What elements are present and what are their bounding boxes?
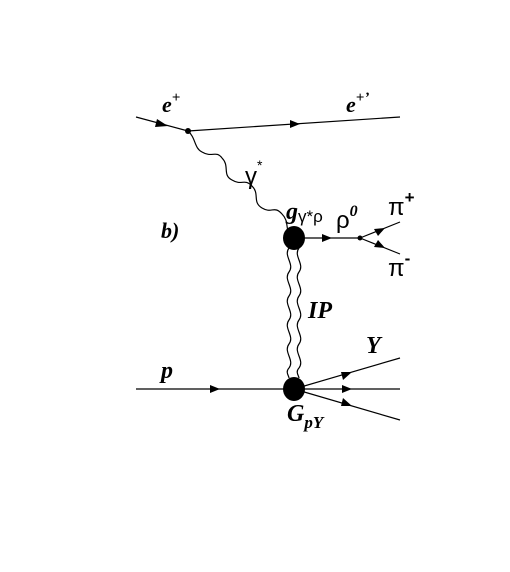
rho-label: ρ0 — [336, 203, 358, 234]
positron-in-label: e+ — [162, 90, 180, 117]
panel-label: b) — [161, 218, 179, 243]
upper-coupling-label: gγ*ρ — [285, 199, 323, 226]
photon-label: γ* — [245, 157, 263, 190]
proton-arrow — [210, 385, 220, 393]
proton-label: p — [159, 358, 173, 384]
y-arrow-lower — [341, 398, 352, 406]
upper-vertex-blob — [283, 226, 305, 250]
pomeron-label: IP — [307, 298, 332, 324]
y-arrow-middle — [342, 385, 352, 393]
pion-plus-arrow — [374, 228, 385, 236]
pion-minus-label: π- — [388, 249, 410, 282]
dissociated-system-label: Y — [366, 333, 383, 359]
positron-in-arrow — [155, 119, 168, 127]
rho-arrow — [322, 234, 332, 242]
positron-out-arrow — [290, 120, 300, 128]
photon-propagator — [187, 130, 293, 237]
pomeron-line-left — [286, 247, 292, 379]
pomeron-line-right — [296, 247, 302, 379]
positron-out-label: e+’ — [346, 90, 369, 117]
lower-vertex-blob — [283, 377, 305, 401]
pion-plus-label: π+ — [388, 188, 415, 221]
lower-coupling-label: GpY — [287, 401, 325, 432]
y-arrow-upper — [341, 372, 352, 380]
pion-minus-arrow — [374, 240, 385, 248]
